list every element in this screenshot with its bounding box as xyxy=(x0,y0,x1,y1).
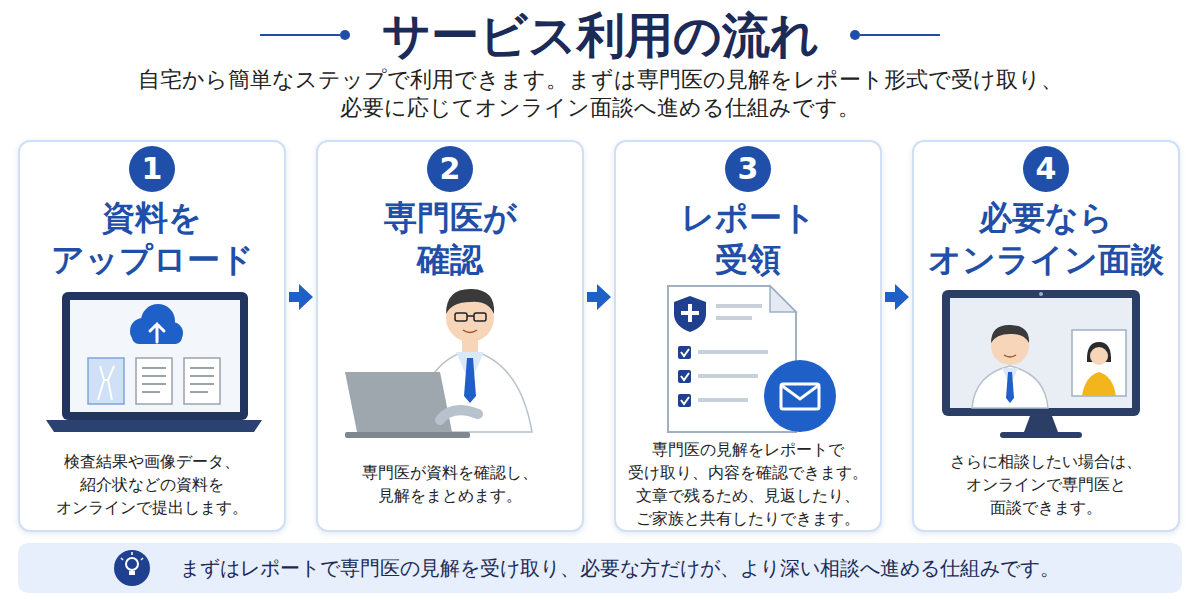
step-heading: 専門医が 確認 xyxy=(375,197,525,281)
flow-arrow xyxy=(885,284,909,310)
step-number: 2 xyxy=(427,146,473,192)
page-title: サービス利用の流れ xyxy=(0,7,1200,63)
step-number-circle: 3 xyxy=(725,146,771,192)
step-number-circle: 1 xyxy=(129,146,175,192)
step-description: 専門医が資料を確認し、 見解をまとめます。 xyxy=(321,461,579,507)
title-dot xyxy=(340,30,350,40)
summary-text: まずはレポートで専門医の見解を受け取り、必要な方だけが、より深い相談へ進める仕組… xyxy=(180,543,1060,593)
title-rule xyxy=(860,34,940,36)
summary-band: まずはレポートで専門医の見解を受け取り、必要な方だけが、より深い相談へ進める仕組… xyxy=(18,543,1182,593)
step-number-circle: 2 xyxy=(427,146,473,192)
step-description: 検査結果や画像データ、 紹介状などの資料を オンラインで提出します。 xyxy=(23,450,281,519)
step-card: 必要なら オンライン面談さらに相談したい場合は、 オンラインで専門医と 面談でき… xyxy=(912,140,1180,532)
step-heading: 資料を アップロード xyxy=(32,197,272,281)
step-card: 資料を アップロード検査結果や画像データ、 紹介状などの資料を オンラインで提出… xyxy=(18,140,286,532)
step-description: 専門医の見解をレポートで 受け取り、内容を確認できます。 文章で残るため、見返し… xyxy=(619,438,877,530)
flow-arrow xyxy=(587,284,611,310)
step-card: レポート 受領専門医の見解をレポートで 受け取り、内容を確認できます。 文章で残… xyxy=(614,140,882,532)
step-number-circle: 4 xyxy=(1023,146,1069,192)
page-subtitle: 自宅から簡単なステップで利用できます。まずは専門医の見解をレポート形式で受け取り… xyxy=(100,66,1100,122)
title-rule xyxy=(260,34,340,36)
step-description: さらに相談したい場合は、 オンラインで専門医と 面談できます。 xyxy=(917,450,1175,519)
step-heading: 必要なら オンライン面談 xyxy=(917,197,1175,281)
step-number: 1 xyxy=(129,146,175,192)
step-card: 専門医が 確認専門医が資料を確認し、 見解をまとめます。 2 xyxy=(316,140,584,532)
title-dot xyxy=(850,30,860,40)
step-heading: レポート 受領 xyxy=(673,197,823,281)
flow-arrow xyxy=(289,284,313,310)
step-number: 3 xyxy=(725,146,771,192)
step-number: 4 xyxy=(1023,146,1069,192)
